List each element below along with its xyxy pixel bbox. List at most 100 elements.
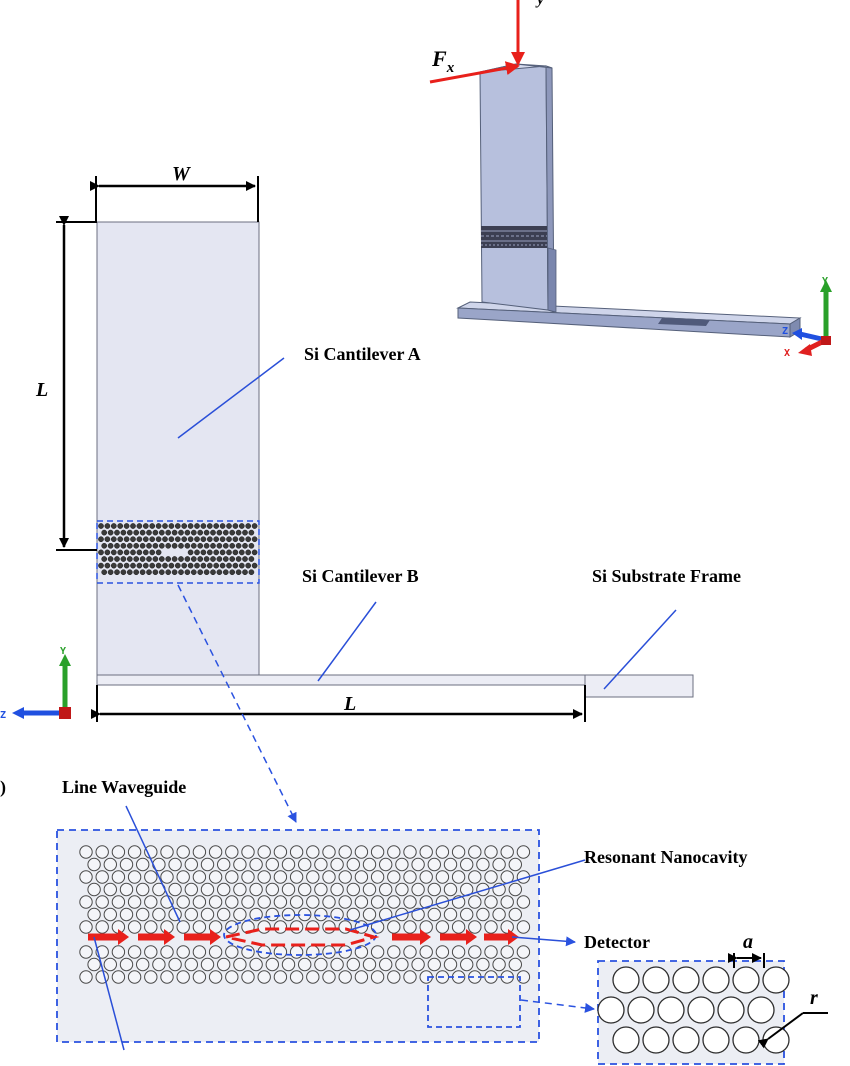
hole bbox=[411, 882, 425, 897]
hole bbox=[158, 569, 165, 576]
hole bbox=[468, 870, 482, 884]
hole bbox=[127, 945, 142, 959]
hole bbox=[136, 523, 143, 529]
hole bbox=[460, 907, 474, 922]
hole bbox=[233, 957, 247, 972]
hole bbox=[95, 870, 109, 884]
hole bbox=[181, 523, 188, 529]
hole bbox=[229, 542, 236, 549]
nanocavity-label: Resonant Nanocavity bbox=[584, 847, 748, 867]
hole bbox=[241, 895, 255, 909]
hole bbox=[168, 562, 175, 569]
hole bbox=[103, 857, 118, 872]
hole bbox=[126, 556, 133, 562]
hole bbox=[265, 857, 279, 872]
side-hole-array bbox=[98, 523, 258, 576]
hole bbox=[160, 845, 174, 859]
hole bbox=[245, 536, 252, 543]
hole bbox=[144, 870, 158, 884]
hole bbox=[443, 857, 458, 872]
hole bbox=[370, 970, 385, 984]
hole bbox=[248, 556, 255, 562]
hole bbox=[273, 920, 288, 934]
hole bbox=[370, 845, 385, 859]
hole bbox=[241, 945, 255, 959]
hole bbox=[165, 569, 172, 576]
hole bbox=[210, 529, 216, 536]
hole bbox=[152, 957, 166, 972]
hole bbox=[203, 542, 210, 549]
hole bbox=[379, 907, 393, 922]
hole bbox=[289, 945, 304, 959]
hole bbox=[79, 920, 93, 934]
hole bbox=[216, 542, 223, 549]
hole bbox=[612, 1026, 640, 1054]
photonic-crystal-detail bbox=[56, 805, 595, 1051]
hole bbox=[238, 549, 245, 556]
hole bbox=[152, 556, 159, 562]
hole bbox=[208, 870, 223, 884]
hole bbox=[370, 895, 385, 909]
cantilever-a-body bbox=[96, 221, 260, 676]
hole bbox=[500, 945, 514, 959]
hole bbox=[213, 549, 220, 556]
hole bbox=[379, 857, 393, 872]
hole bbox=[322, 845, 336, 859]
hole bbox=[443, 957, 458, 972]
hole bbox=[168, 957, 182, 972]
hole bbox=[136, 882, 150, 897]
hole bbox=[149, 536, 156, 543]
hole bbox=[229, 569, 236, 576]
hole bbox=[672, 1026, 700, 1054]
hole bbox=[476, 882, 490, 897]
hole bbox=[136, 907, 150, 922]
hole bbox=[242, 542, 248, 549]
hole bbox=[126, 569, 133, 576]
hole bbox=[298, 882, 312, 897]
isometric-view bbox=[456, 63, 802, 338]
hole bbox=[176, 870, 190, 884]
hole bbox=[184, 882, 199, 897]
hole bbox=[176, 920, 190, 934]
length-b-label: L bbox=[343, 693, 356, 715]
side-view bbox=[96, 221, 694, 698]
hole bbox=[152, 569, 159, 576]
hole bbox=[354, 945, 369, 959]
hole bbox=[133, 542, 140, 549]
hole bbox=[165, 542, 172, 549]
hole bbox=[238, 536, 245, 543]
hole bbox=[103, 957, 118, 972]
hole bbox=[460, 957, 474, 972]
hole bbox=[219, 536, 226, 543]
hole bbox=[702, 1026, 730, 1054]
hole bbox=[411, 857, 425, 872]
hole bbox=[158, 556, 165, 562]
axis-x-label-iso: X bbox=[784, 348, 790, 359]
hole bbox=[657, 996, 685, 1024]
leader-cantilever-a bbox=[177, 357, 285, 439]
hole bbox=[176, 945, 190, 959]
hole bbox=[251, 549, 258, 556]
hole bbox=[158, 529, 165, 536]
hole bbox=[403, 870, 417, 884]
hole bbox=[273, 895, 288, 909]
hole bbox=[222, 529, 229, 536]
hole bbox=[206, 523, 213, 529]
hole bbox=[249, 882, 263, 897]
hole bbox=[192, 845, 207, 859]
hole bbox=[387, 920, 401, 934]
hole bbox=[139, 569, 146, 576]
hole bbox=[362, 882, 377, 897]
hole bbox=[232, 549, 239, 556]
hole bbox=[232, 523, 239, 529]
hole bbox=[194, 549, 200, 556]
hole bbox=[314, 907, 328, 922]
hole bbox=[476, 957, 490, 972]
hole bbox=[232, 562, 239, 569]
hole bbox=[273, 845, 288, 859]
hole bbox=[508, 957, 522, 972]
hole bbox=[322, 870, 336, 884]
hole bbox=[419, 845, 433, 859]
force-arrows: y Fx bbox=[429, 0, 545, 84]
hole bbox=[216, 529, 223, 536]
